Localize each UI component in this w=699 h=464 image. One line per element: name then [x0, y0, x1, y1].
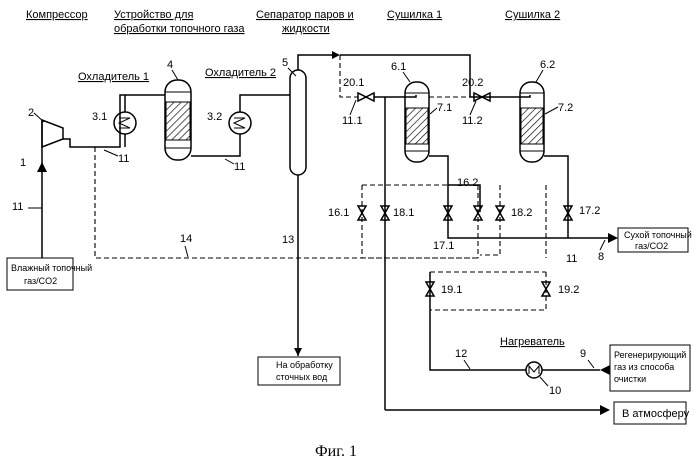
- heater-mark: [529, 366, 539, 374]
- wet-gas-box-line2: газ/CO2: [24, 276, 57, 286]
- flow-arrow-sep: [332, 51, 340, 59]
- leader-9: [588, 360, 594, 368]
- num-16-1: 16.1: [328, 207, 349, 219]
- num-11-b: 11: [118, 153, 129, 165]
- num-18-2: 18.2: [511, 207, 532, 219]
- leader-11-c: [225, 159, 234, 164]
- regen-box-line3: очистки: [614, 374, 646, 384]
- num-6-1: 6.1: [391, 61, 406, 73]
- num-10: 10: [549, 385, 561, 397]
- dryer-6-1-packing: [406, 108, 428, 144]
- num-5: 5: [282, 57, 288, 69]
- num-11-2: 11.2: [462, 115, 483, 127]
- flow-arrow-1: [37, 162, 47, 172]
- pipe-separator-top: [298, 55, 332, 70]
- leader-4: [172, 70, 178, 80]
- num-7-1: 7.1: [437, 102, 452, 114]
- num-19-2: 19.2: [558, 284, 579, 296]
- valve-20-1-b: [366, 93, 374, 101]
- num-18-1: 18.1: [393, 207, 414, 219]
- num-11-1: 11.1: [342, 115, 363, 127]
- wastewater-box-line1: На обработку: [276, 360, 333, 370]
- pipe-to-dryer2: [500, 95, 530, 97]
- leader-11-b: [104, 150, 118, 156]
- num-1: 1: [20, 157, 26, 169]
- pipe-dryer2-bottom: [544, 156, 568, 185]
- vessel-4-packing: [166, 102, 190, 140]
- atmosphere-box-text: В атмосферу: [622, 408, 690, 420]
- label-heater: Нагреватель: [500, 336, 565, 348]
- num-16-2: 16.2: [457, 177, 478, 189]
- leader-8: [600, 240, 605, 250]
- leader-6-2: [536, 70, 543, 82]
- leader-10: [540, 377, 548, 386]
- pipe-vessel4-to-cooler2: [191, 134, 240, 156]
- leader-7-1: [430, 108, 437, 114]
- flow-arrow-9: [600, 365, 610, 375]
- leader-2: [34, 113, 44, 122]
- num-17-2: 17.2: [579, 205, 600, 217]
- header-device-line1: Устройство для: [114, 9, 193, 21]
- figure-caption: Фиг. 1: [315, 443, 357, 460]
- num-3-2: 3.2: [207, 111, 222, 123]
- regen-box-line1: Регенерирующий: [614, 350, 686, 360]
- pipe-to-dryer1: [374, 95, 416, 97]
- num-20-1: 20.1: [343, 77, 364, 89]
- compressor-symbol: [42, 120, 63, 147]
- num-11-e: 11: [566, 253, 577, 265]
- header-separator-line2: жидкости: [282, 23, 330, 35]
- num-6-2: 6.2: [540, 59, 555, 71]
- header-dryer1: Сушилка 1: [387, 9, 442, 21]
- flow-arrow-13: [294, 348, 302, 356]
- num-13: 13: [282, 234, 294, 246]
- pipe-top-header: [340, 55, 500, 97]
- leader-14: [185, 246, 188, 257]
- heater-symbol: [526, 362, 542, 378]
- num-9: 9: [580, 348, 586, 360]
- flow-arrow-8: [608, 233, 618, 243]
- dry-gas-box-line1: Сухой топочный: [624, 230, 692, 240]
- num-2: 2: [28, 107, 34, 119]
- wastewater-box-line2: сточных вод: [276, 372, 328, 382]
- label-cooler2: Охладитель 2: [205, 67, 276, 79]
- regen-box-line2: газ из способа: [614, 362, 674, 372]
- num-17-1: 17.1: [433, 240, 454, 252]
- leader-6-1: [403, 72, 410, 82]
- num-11-c: 11: [234, 161, 245, 173]
- leader-5: [288, 68, 296, 76]
- pipe-cooler2-to-separator: [240, 95, 290, 112]
- leader-12: [464, 360, 470, 369]
- pipe-11-1-dashed: [340, 55, 358, 97]
- pipe-dry-gas: [448, 232, 608, 238]
- label-cooler1: Охладитель 1: [78, 71, 149, 83]
- header-dryer2: Сушилка 2: [505, 9, 560, 21]
- header-separator-line1: Сепаратор паров и: [256, 9, 354, 21]
- num-4: 4: [167, 59, 173, 71]
- num-19-1: 19.1: [441, 284, 462, 296]
- num-14: 14: [180, 233, 192, 245]
- dryer-6-2-packing: [521, 108, 543, 144]
- header-device-line2: обработки топочного газа: [114, 23, 245, 35]
- num-8: 8: [598, 251, 604, 263]
- wet-gas-box-line1: Влажный топочный: [11, 263, 92, 273]
- header-compressor: Компрессор: [26, 9, 88, 21]
- num-12: 12: [455, 348, 467, 360]
- leader-11-2: [470, 101, 476, 115]
- separator-5: [290, 70, 306, 175]
- flow-arrow-atmosphere: [600, 405, 610, 415]
- leader-7-2: [545, 107, 558, 114]
- num-3-1: 3.1: [92, 111, 107, 123]
- cooler2-symbol: [229, 112, 251, 134]
- cooler1-symbol: [114, 112, 136, 134]
- num-20-2: 20.2: [462, 77, 483, 89]
- num-7-2: 7.2: [558, 102, 573, 114]
- leader-11-1: [350, 100, 356, 115]
- num-11-a: 11: [12, 201, 23, 213]
- dry-gas-box-line2: газ/CO2: [635, 241, 668, 251]
- pipe-dashed-16-1-side: [362, 185, 478, 258]
- cooler2-coil: [234, 118, 245, 128]
